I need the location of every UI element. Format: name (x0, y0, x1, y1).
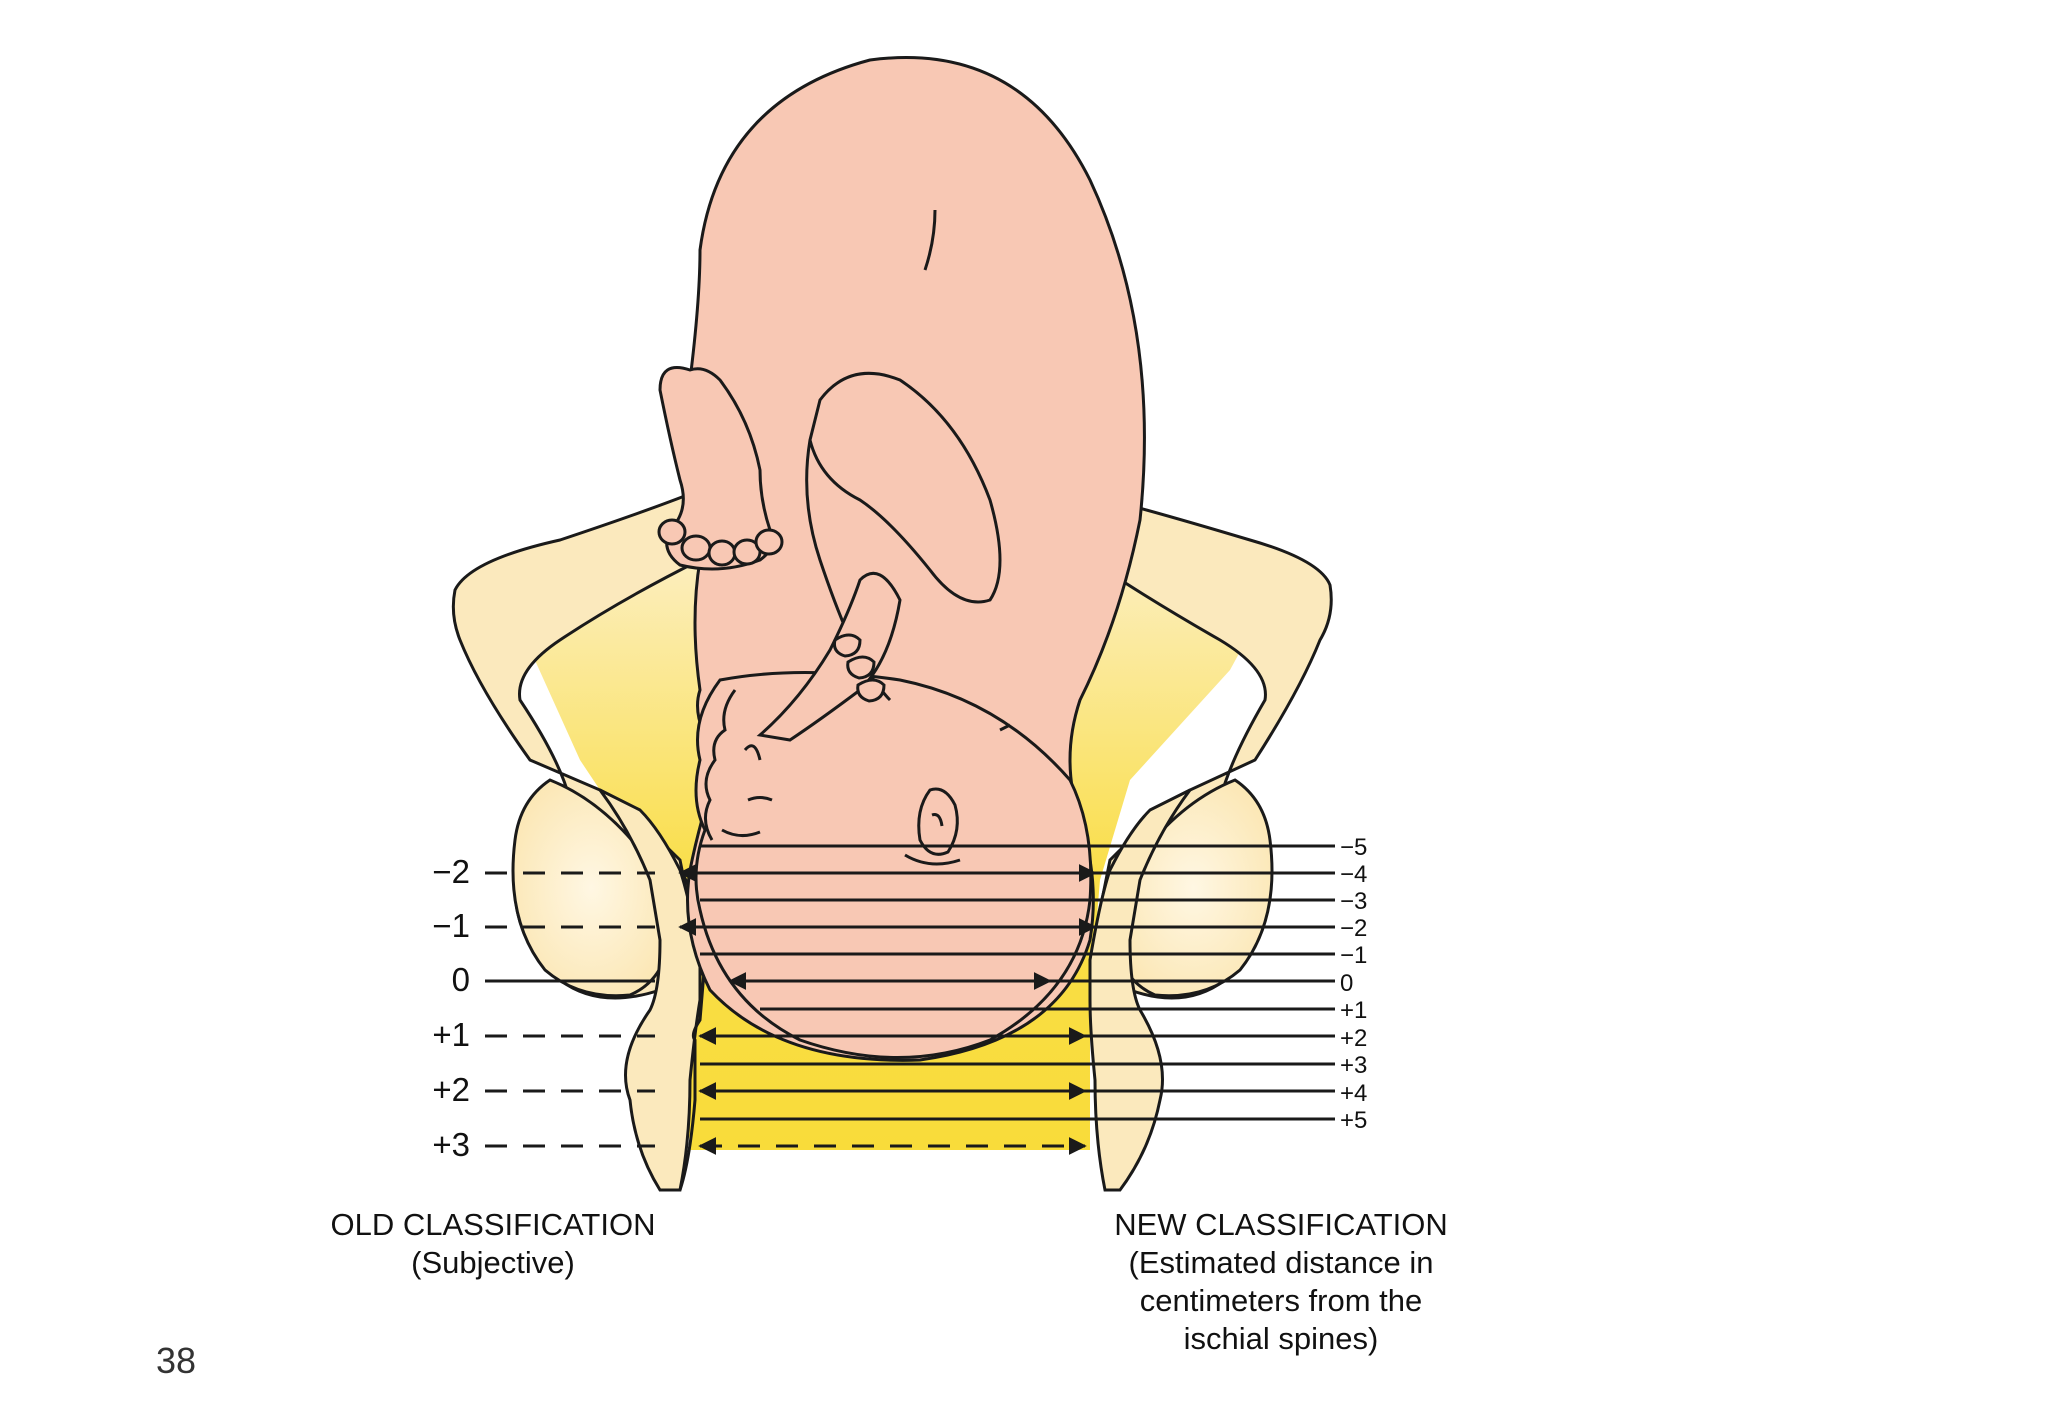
fetus-face (704, 689, 737, 841)
new-station-label: 0 (1340, 970, 1353, 997)
old-station-label: −2 (432, 853, 470, 890)
fetus-arm (756, 571, 902, 742)
page-number: 38 (156, 1340, 197, 1381)
new-station-label: +4 (1340, 1080, 1367, 1107)
fetus-mouth (721, 828, 761, 837)
new-station-label: +5 (1340, 1107, 1367, 1134)
new-classification-description-line: centimeters from the (1140, 1283, 1423, 1318)
new-classification-description-line: ischial spines) (1184, 1321, 1379, 1356)
new-station-label: −3 (1340, 888, 1367, 915)
fetus-ear (917, 787, 959, 856)
fetus-hand (833, 633, 886, 703)
fetus-chin-line (999, 723, 1011, 732)
fetus-toes (657, 518, 784, 567)
old-station-label: 0 (452, 961, 470, 998)
new-station-label: +1 (1340, 997, 1367, 1024)
new-station-label: −4 (1340, 861, 1367, 888)
old-classification-title: OLD CLASSIFICATION (331, 1207, 656, 1242)
old-station-label: +1 (432, 1016, 470, 1053)
new-classification-description-line: (Estimated distance in (1129, 1245, 1434, 1280)
new-station-label: −1 (1340, 942, 1367, 969)
old-station-labels: −2 −1 0 +1 +2 +3 (432, 853, 470, 1163)
old-station-label: −1 (432, 907, 470, 944)
new-station-lines (700, 844, 1335, 1121)
old-classification-subtitle: (Subjective) (411, 1245, 575, 1280)
old-station-label: +3 (432, 1126, 470, 1163)
fetus (657, 56, 1146, 1062)
new-station-label: +3 (1340, 1052, 1367, 1079)
fetus-eye (747, 796, 773, 802)
new-station-label: −2 (1340, 915, 1367, 942)
old-station-label: +2 (432, 1071, 470, 1108)
new-station-labels: −5 −4 −3 −2 −1 0 +1 +2 +3 +4 +5 (1340, 834, 1367, 1134)
fetus-eyebrow (743, 744, 762, 761)
fetus-foot (658, 366, 775, 571)
new-station-label: +2 (1340, 1025, 1367, 1052)
fetus-leg (808, 371, 1002, 604)
fetus-ear-lobe (904, 853, 961, 866)
new-classification-title: NEW CLASSIFICATION (1114, 1207, 1448, 1242)
new-station-label: −5 (1340, 834, 1367, 861)
fetus-back-line (923, 209, 937, 271)
